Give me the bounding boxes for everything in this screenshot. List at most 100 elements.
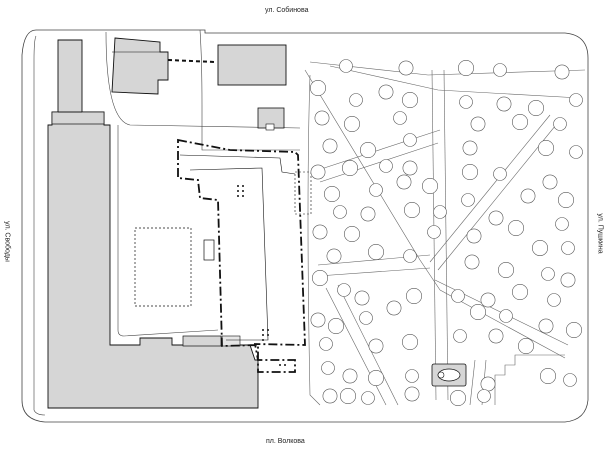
- inner-courtyard-line: [105, 31, 301, 129]
- tree-icon: [361, 391, 375, 405]
- tree-icon: [337, 283, 351, 297]
- dashed-annex: [294, 171, 312, 215]
- tree-icon: [379, 159, 393, 173]
- tree-icon: [462, 140, 478, 156]
- tree-icon: [369, 183, 383, 197]
- annex-building-small: [221, 335, 241, 347]
- tree-icon: [342, 368, 358, 384]
- tree-icon: [569, 145, 583, 159]
- tree-icon: [367, 369, 384, 386]
- tree-icon: [360, 206, 376, 222]
- tree-icon: [547, 293, 561, 307]
- tree-icon: [464, 254, 480, 270]
- tree-icon: [493, 63, 507, 77]
- tree-icon: [507, 220, 524, 237]
- tree-icon: [339, 387, 356, 404]
- tree-icon: [555, 217, 569, 231]
- tree-icon: [378, 84, 394, 100]
- tree-icon: [309, 80, 326, 97]
- tree-icon: [323, 186, 340, 203]
- tree-icon: [405, 287, 422, 304]
- tree-icon: [310, 312, 326, 328]
- tree-icon: [421, 178, 438, 195]
- tree-icon: [563, 373, 577, 387]
- shed-porch: [265, 123, 275, 131]
- tree-icon: [322, 388, 338, 404]
- tree-icon: [461, 164, 478, 181]
- block-outline: [21, 29, 589, 423]
- tree-icon: [539, 367, 556, 384]
- tree-icon: [341, 160, 358, 177]
- tree-icon: [401, 333, 418, 350]
- tree-icon: [557, 192, 574, 209]
- tree-icon: [459, 95, 473, 109]
- tree-icon: [527, 100, 544, 117]
- tree-icon: [398, 60, 414, 76]
- tree-icon: [541, 267, 555, 281]
- tree-icon: [453, 329, 467, 343]
- tree-icon: [457, 59, 474, 76]
- step-edge: [494, 354, 565, 405]
- tree-icon: [466, 228, 482, 244]
- tree-icon: [339, 59, 353, 73]
- courtyard-boundary: [117, 125, 219, 337]
- small-box: [203, 239, 215, 261]
- tree-icon: [403, 249, 417, 263]
- tree-icon: [569, 93, 583, 107]
- tree-icon: [403, 202, 420, 219]
- tree-icon: [560, 272, 576, 288]
- planned-building-outline: [177, 138, 306, 373]
- tree-icon: [554, 64, 570, 80]
- annex-building: [182, 335, 222, 347]
- tree-icon: [327, 317, 344, 334]
- main-building: [47, 39, 259, 409]
- tree-icon: [402, 160, 418, 176]
- tree-icon: [404, 386, 420, 402]
- tree-icon: [354, 290, 370, 306]
- north-building-left: [111, 37, 169, 95]
- tree-icon: [393, 111, 407, 125]
- tree-icon: [531, 240, 548, 257]
- tree-icon: [496, 96, 512, 112]
- tree-icon: [488, 328, 504, 344]
- tree-icon: [333, 205, 347, 219]
- tree-icon: [311, 269, 328, 286]
- tree-icon: [470, 116, 486, 132]
- tree-icon: [396, 174, 412, 190]
- tree-icon: [359, 142, 376, 159]
- tree-icon: [367, 244, 384, 261]
- tree-icon: [461, 193, 475, 207]
- dashed-courtyard: [134, 227, 192, 307]
- tree-icon: [386, 300, 402, 316]
- tree-icon: [349, 93, 363, 107]
- tree-icon: [403, 133, 417, 147]
- park-trees: [309, 59, 583, 406]
- tree-icon: [511, 283, 528, 300]
- tree-icon: [480, 376, 496, 392]
- tree-icon: [520, 188, 536, 204]
- tree-icon: [469, 303, 486, 320]
- street-label-bottom: пл. Волкова: [266, 438, 305, 445]
- tree-icon: [359, 311, 373, 325]
- tree-icon: [553, 117, 567, 131]
- tree-icon: [343, 116, 360, 133]
- fence-north-left: [167, 59, 216, 63]
- tree-icon: [477, 389, 491, 403]
- tree-icon: [427, 225, 441, 239]
- dots-bottom: [262, 329, 286, 366]
- tree-icon: [401, 92, 418, 109]
- courtyard-boundary-right: [199, 29, 300, 151]
- tree-icon: [405, 369, 419, 383]
- tree-icon: [497, 261, 514, 278]
- tree-icon: [449, 389, 466, 406]
- tree-icon: [480, 292, 496, 308]
- tree-icon: [517, 337, 534, 354]
- dots-top: [237, 185, 244, 197]
- tree-icon: [319, 337, 333, 351]
- tree-icon: [537, 140, 554, 157]
- street-label-left: ул. Свободы: [3, 221, 11, 262]
- fountain: [431, 363, 467, 387]
- tree-icon: [368, 338, 384, 354]
- main-building-wing: [51, 111, 105, 125]
